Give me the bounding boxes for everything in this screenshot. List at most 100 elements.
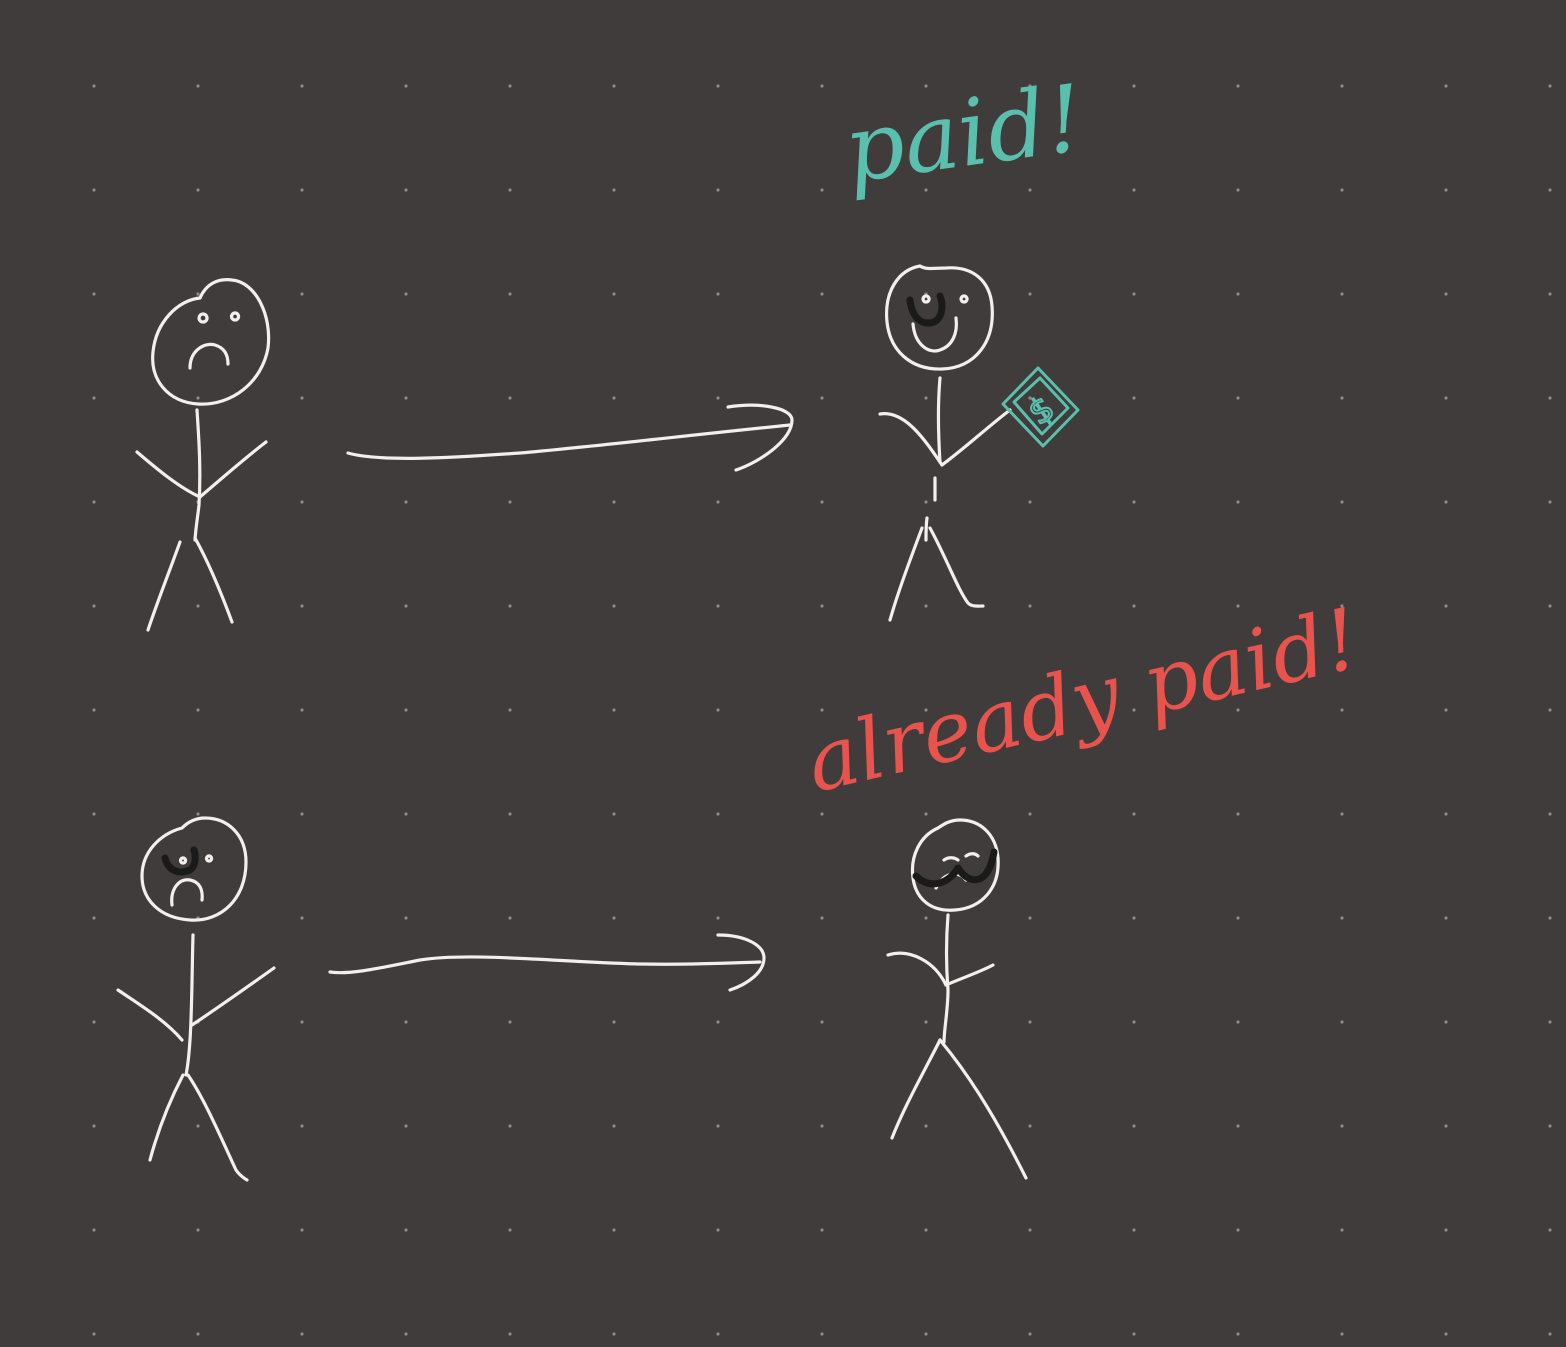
grid-dot — [820, 396, 824, 400]
head — [885, 264, 994, 371]
grid-dot — [1548, 1020, 1552, 1024]
grid-dot — [404, 916, 408, 920]
grid-dot — [716, 1020, 720, 1024]
hip — [924, 516, 929, 542]
frown-mouth — [170, 878, 204, 907]
grid-dot — [1340, 1332, 1344, 1336]
left-arm — [116, 988, 184, 1042]
grid-dot — [1548, 292, 1552, 296]
grid-dot — [1028, 1332, 1032, 1336]
grid-dot — [1548, 396, 1552, 400]
grid-dot — [92, 812, 96, 816]
grid-dot — [716, 188, 720, 192]
grid-dot — [1132, 1124, 1136, 1128]
grid-dot — [1340, 812, 1344, 816]
right-leg — [938, 1038, 1028, 1180]
grid-dot — [1132, 188, 1136, 192]
grid-dot — [404, 84, 408, 88]
grid-dot — [196, 396, 200, 400]
grid-dot — [300, 84, 304, 88]
grid-dot — [924, 604, 928, 608]
smile-mouth — [911, 316, 958, 353]
left-eye — [921, 294, 931, 304]
happy-stick-figure[interactable] — [878, 264, 1012, 622]
grid-dot — [196, 188, 200, 192]
grid-dot — [404, 1332, 408, 1336]
grid-dot — [508, 1228, 512, 1232]
grid-dot — [300, 916, 304, 920]
right-eye — [964, 852, 980, 858]
grid-dot — [300, 1124, 304, 1128]
grid-dot — [612, 188, 616, 192]
right-arm — [190, 966, 276, 1027]
grid-dot — [404, 812, 408, 816]
grid-dot — [196, 292, 200, 296]
left-leg — [146, 540, 182, 632]
grid-dot — [1236, 708, 1240, 712]
left-eye — [178, 856, 188, 865]
grid-dot — [404, 708, 408, 712]
grid-dot — [1444, 916, 1448, 920]
grid-dot — [924, 188, 928, 192]
grid-dot — [1548, 188, 1552, 192]
grid-dot — [820, 84, 824, 88]
arrow-1[interactable] — [346, 403, 794, 472]
grid-dot — [1028, 1020, 1032, 1024]
grid-dot — [1132, 916, 1136, 920]
torso — [193, 408, 202, 542]
grid-dot — [1444, 500, 1448, 504]
grid-dot — [1132, 396, 1136, 400]
left-leg — [888, 526, 924, 622]
grid-dot — [1548, 500, 1552, 504]
grid-dot — [716, 396, 720, 400]
grid-dot — [300, 396, 304, 400]
grid-dot — [508, 812, 512, 816]
grid-dot — [300, 812, 304, 816]
grid-dot — [196, 604, 200, 608]
grid-dot — [92, 708, 96, 712]
grid-dot — [820, 1124, 824, 1128]
grid-dot — [300, 1020, 304, 1024]
grid-dot — [508, 916, 512, 920]
grid-dot — [820, 1020, 824, 1024]
grid-dot — [1548, 916, 1552, 920]
grid-dot — [1028, 188, 1032, 192]
arrow-2[interactable] — [328, 933, 766, 992]
grid-dot — [1132, 708, 1136, 712]
grid-dot — [404, 1124, 408, 1128]
grid-dot — [196, 1124, 200, 1128]
grid-dot — [1444, 292, 1448, 296]
grid-dot — [820, 812, 824, 816]
grid-dot — [716, 1124, 720, 1128]
grid-dot — [300, 188, 304, 192]
grid-dot — [612, 708, 616, 712]
grid-dot — [1236, 812, 1240, 816]
grid-dot — [612, 500, 616, 504]
left-leg — [890, 1038, 942, 1140]
grid-dot — [1028, 1124, 1032, 1128]
grid-dot — [1548, 1228, 1552, 1232]
grid-dot — [820, 1228, 824, 1232]
grid-dot — [404, 1228, 408, 1232]
grid-dot — [716, 292, 720, 296]
grid-dot — [612, 1124, 616, 1128]
grid-dot — [1548, 708, 1552, 712]
grid-dot — [404, 396, 408, 400]
grid-dot — [196, 708, 200, 712]
grid-dot — [1340, 604, 1344, 608]
left-eye — [942, 856, 960, 862]
grid-dot — [924, 1020, 928, 1024]
grid-dot — [508, 188, 512, 192]
frowning-stick-figure[interactable] — [116, 816, 276, 1182]
grid-dot — [1028, 812, 1032, 816]
grid-dot — [508, 1124, 512, 1128]
grid-dot — [1236, 1020, 1240, 1024]
grid-dot — [508, 500, 512, 504]
grid-dot — [1340, 500, 1344, 504]
grumpy-stick-figure[interactable] — [886, 818, 1028, 1180]
grid-dot — [924, 84, 928, 88]
head — [151, 278, 271, 406]
sad-stick-figure[interactable] — [135, 278, 271, 632]
